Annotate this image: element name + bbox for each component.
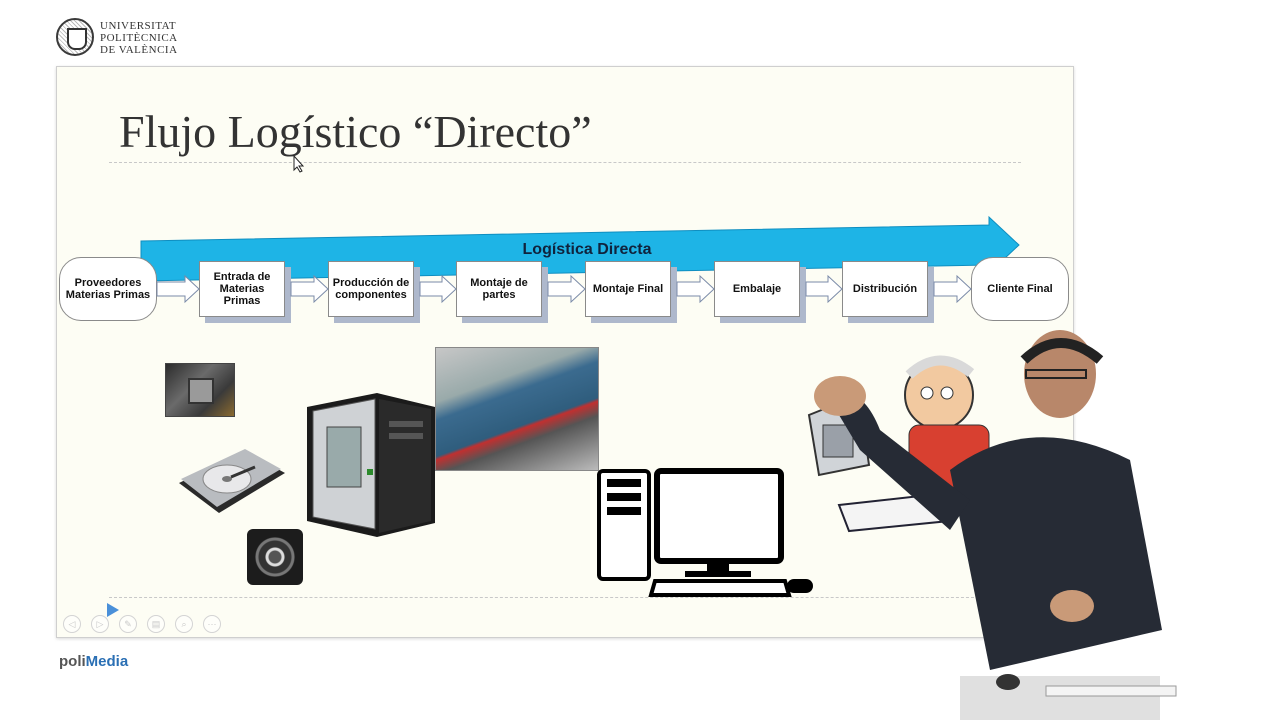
connector-arrow bbox=[547, 274, 586, 304]
flow-node-parts-assembly: Montaje de partes bbox=[456, 261, 542, 317]
slide-controls: ◁ ▷ ✎ ▤ ⌕ ··· bbox=[63, 615, 221, 635]
connector-arrow bbox=[419, 274, 457, 304]
installed-motherboard-image bbox=[435, 347, 599, 471]
flow-node-packaging: Embalaje bbox=[714, 261, 800, 317]
upv-logo: UNIVERSITAT POLITÈCNICA DE VALÈNCIA bbox=[56, 18, 196, 58]
title-divider bbox=[109, 162, 1021, 163]
desktop-computer-icon bbox=[597, 468, 813, 597]
flow-node-end-customer: Cliente Final bbox=[971, 257, 1069, 321]
cartoon-computer-user-image bbox=[807, 355, 990, 533]
flow-connectors bbox=[156, 274, 972, 304]
more-icon[interactable]: ··· bbox=[203, 615, 221, 633]
bottom-divider bbox=[109, 597, 989, 598]
connector-arrow bbox=[805, 274, 843, 304]
cooling-fan-image bbox=[247, 529, 303, 585]
next-icon[interactable]: ▷ bbox=[91, 615, 109, 633]
flow-node-final-assembly: Montaje Final bbox=[585, 261, 671, 317]
flow-node-raw-materials-entry: Entrada de Materias Primas bbox=[199, 261, 285, 317]
university-line-3: DE VALÈNCIA bbox=[100, 44, 178, 56]
slide: Flujo Logístico “Directo” Logística Dire… bbox=[56, 66, 1074, 638]
pc-tower-image bbox=[307, 393, 435, 537]
university-line-2: POLITÈCNICA bbox=[100, 32, 178, 44]
polimedia-prefix: poli bbox=[59, 653, 86, 670]
connector-arrow bbox=[676, 274, 715, 304]
connector-arrow bbox=[156, 274, 200, 304]
flow-node-component-production: Producción de componentes bbox=[328, 261, 414, 317]
presenter-video bbox=[814, 330, 1177, 720]
polimedia-logo: poliMedia bbox=[59, 653, 128, 670]
connector-arrow bbox=[933, 274, 972, 304]
hard-disk-drive-image bbox=[179, 449, 285, 513]
connector-arrow bbox=[290, 274, 329, 304]
university-line-1: UNIVERSITAT bbox=[100, 20, 177, 32]
motherboard-cpu-socket-image bbox=[165, 363, 235, 417]
pen-icon[interactable]: ✎ bbox=[119, 615, 137, 633]
university-name: UNIVERSITAT POLITÈCNICA DE VALÈNCIA bbox=[100, 20, 178, 56]
previous-icon[interactable]: ◁ bbox=[63, 615, 81, 633]
zoom-icon[interactable]: ⌕ bbox=[175, 615, 193, 633]
slides-icon[interactable]: ▤ bbox=[147, 615, 165, 633]
flow-node-suppliers: Proveedores Materias Primas bbox=[59, 257, 157, 321]
mouse-cursor-icon bbox=[293, 155, 305, 173]
upv-seal-icon bbox=[56, 18, 94, 56]
play-indicator-icon[interactable] bbox=[107, 603, 119, 617]
polimedia-suffix: Media bbox=[85, 653, 129, 670]
band-label: Logística Directa bbox=[522, 241, 652, 258]
slide-title: Flujo Logístico “Directo” bbox=[119, 106, 592, 157]
